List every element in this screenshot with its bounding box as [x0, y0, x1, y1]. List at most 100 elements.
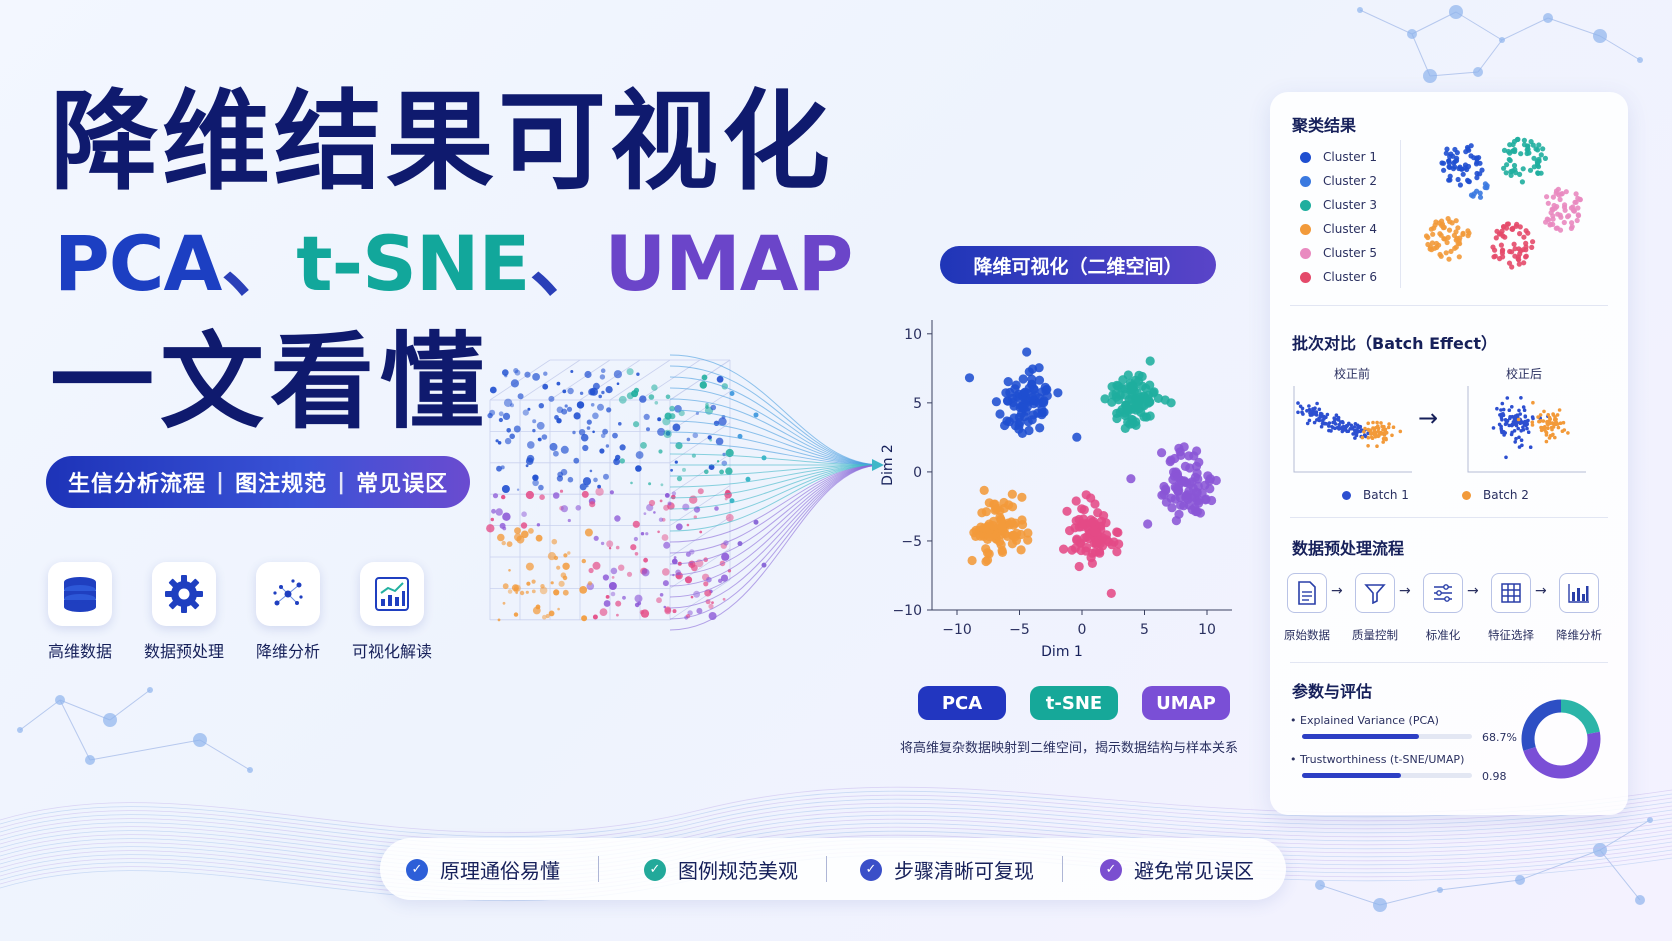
- batch-point: [1548, 417, 1552, 421]
- cube-point: [611, 576, 615, 579]
- step-label: 特征选择: [1488, 628, 1534, 642]
- cube-point: [643, 413, 650, 420]
- mini-point: [1507, 142, 1513, 148]
- cube-point: [701, 374, 708, 381]
- cube-point: [514, 527, 521, 535]
- batch-point: [1363, 426, 1367, 431]
- step-label: 质量控制: [1352, 628, 1398, 642]
- batch-point: [1526, 430, 1531, 434]
- scatter-point: [1017, 520, 1028, 530]
- scatter-point: [1094, 546, 1105, 556]
- cube-point: [674, 460, 678, 464]
- scatter-point: [1028, 364, 1038, 374]
- cube-point: [580, 433, 589, 442]
- gear-icon: [165, 575, 203, 613]
- grid-line: [549, 359, 611, 401]
- batch-point: [1386, 425, 1391, 430]
- cube-point: [562, 389, 567, 394]
- batch-point: [1519, 429, 1523, 433]
- scatter-point: [1109, 537, 1119, 547]
- cube-point: [669, 413, 676, 420]
- scatter-point: [1022, 347, 1032, 357]
- batch-point: [1350, 426, 1354, 431]
- cube-point: [521, 511, 527, 517]
- scatter-point: [1134, 370, 1144, 380]
- mini-point: [1423, 233, 1430, 239]
- batch-point: [1372, 432, 1377, 437]
- grid-line: [669, 453, 731, 495]
- cube-point: [669, 405, 675, 412]
- cube-point: [570, 370, 574, 373]
- network-link: [1359, 9, 1413, 35]
- batch-point: [1368, 428, 1373, 432]
- batch-point: [1543, 425, 1547, 429]
- cube-point: [497, 618, 501, 622]
- scatter-point: [1062, 506, 1072, 516]
- title-separator: 、: [221, 219, 297, 308]
- mini-point: [1517, 224, 1523, 230]
- mini-point: [1569, 220, 1575, 226]
- cube-point: [586, 484, 589, 488]
- high-dim-cube-illustration: [486, 354, 884, 631]
- cube-point: [675, 569, 681, 576]
- batch-point: [1537, 419, 1541, 424]
- cube-point: [579, 391, 584, 395]
- scatter-point: [991, 397, 1001, 407]
- mini-point: [1575, 205, 1581, 211]
- batch-point: [1511, 422, 1516, 427]
- flow-point: [753, 519, 759, 525]
- scatter-point: [1144, 396, 1154, 407]
- mini-point: [1521, 260, 1527, 266]
- scatter-point: [964, 373, 975, 383]
- workflow-item-interpret: 可视化解读: [342, 562, 442, 662]
- cube-point: [537, 437, 542, 442]
- batch-point: [1507, 408, 1512, 412]
- cube-point: [489, 409, 496, 416]
- batch-point: [1327, 424, 1331, 428]
- cube-point: [526, 581, 531, 586]
- mini-point: [1476, 155, 1482, 161]
- mini-point: [1468, 153, 1474, 159]
- scatter-point: [1145, 411, 1155, 421]
- scatter-point: [976, 522, 986, 532]
- cube-point: [636, 372, 640, 376]
- network-link: [1599, 849, 1641, 901]
- cube-point: [651, 384, 658, 391]
- batch-point: [1538, 413, 1543, 417]
- cube-point: [581, 558, 586, 564]
- cube-point: [608, 547, 612, 550]
- scatter-point: [997, 522, 1007, 532]
- cube-point: [532, 479, 539, 487]
- batch-point: [1518, 421, 1523, 425]
- batch-point: [1513, 440, 1517, 444]
- mini-point: [1509, 226, 1515, 232]
- cube-point: [675, 523, 683, 531]
- cube-point: [567, 387, 574, 395]
- scatter-point: [1112, 408, 1122, 418]
- mini-point: [1447, 177, 1453, 183]
- cube-point: [610, 567, 618, 575]
- mini-point: [1441, 236, 1447, 242]
- cube-point: [614, 515, 621, 522]
- cluster-legend-item: Cluster 6: [1300, 270, 1377, 284]
- mini-point: [1465, 233, 1471, 239]
- mini-point: [1425, 241, 1431, 248]
- grid-line: [669, 516, 731, 558]
- cube-point: [646, 427, 650, 432]
- scatter-point: [1173, 472, 1183, 482]
- workflow-label: 高维数据: [47, 642, 112, 661]
- cube-point: [588, 567, 594, 574]
- title-tagline: 一文看懂: [50, 321, 491, 443]
- mini-point: [1535, 170, 1541, 176]
- cube-point: [556, 565, 561, 570]
- batch-point: [1536, 415, 1540, 419]
- scatter-point: [1022, 402, 1032, 412]
- network-link: [1501, 17, 1549, 41]
- wave-line: [0, 790, 1672, 838]
- cube-point: [528, 528, 534, 534]
- scatter-point: [1211, 475, 1221, 486]
- batch-point: [1353, 432, 1357, 436]
- batch-point: [1507, 423, 1511, 428]
- batch-point: [1508, 415, 1512, 419]
- batch-point: [1387, 422, 1391, 426]
